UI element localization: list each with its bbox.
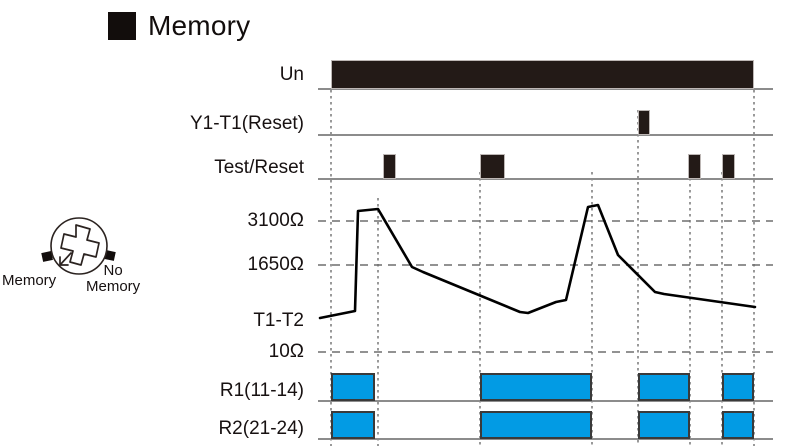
diagram-title: Memory bbox=[108, 12, 250, 40]
title-text: Memory bbox=[148, 10, 251, 41]
relay-block-r2-1 bbox=[331, 411, 375, 439]
pulse-test-reset-1 bbox=[383, 154, 396, 179]
axis-label-3100-ohm: 3100Ω bbox=[247, 210, 304, 231]
pulse-un-1 bbox=[331, 60, 754, 89]
rotary-dial-icon bbox=[41, 217, 116, 275]
memory-selector-illustration: Memory No Memory bbox=[2, 215, 172, 310]
baseline-r1 bbox=[318, 400, 773, 402]
relay-block-r2-4 bbox=[722, 411, 754, 439]
axis-label-10-ohm: 10Ω bbox=[268, 341, 304, 362]
axis-label-1650-ohm: 1650Ω bbox=[247, 254, 304, 275]
relay-block-r1-4 bbox=[722, 373, 754, 401]
row-label-r2: R2(21-24) bbox=[218, 418, 304, 439]
relay-block-r1-3 bbox=[638, 373, 690, 401]
row-label-t1-t2: T1-T2 bbox=[253, 310, 304, 331]
baseline-y1-t1-reset bbox=[318, 134, 773, 136]
title-bullet-square bbox=[108, 12, 136, 40]
pulse-test-reset-3 bbox=[688, 154, 701, 179]
dial-label-no-memory: No Memory bbox=[86, 262, 141, 296]
row-label-y1-t1-reset: Y1-T1(Reset) bbox=[189, 113, 304, 134]
relay-block-r2-3 bbox=[638, 411, 690, 439]
relay-block-r2-2 bbox=[480, 411, 592, 439]
baseline-un bbox=[318, 88, 773, 90]
dial-label-no-memory-line2: Memory bbox=[86, 278, 141, 296]
resistance-curve bbox=[318, 203, 757, 320]
relay-block-r1-2 bbox=[480, 373, 592, 401]
dial-label-no-memory-line1: No bbox=[103, 262, 123, 279]
dial-label-memory: Memory bbox=[2, 272, 57, 289]
baseline-test-reset bbox=[318, 178, 773, 180]
relay-block-r1-1 bbox=[331, 373, 375, 401]
pulse-test-reset-2 bbox=[480, 154, 505, 179]
pulse-y1-t1-reset-1 bbox=[638, 110, 650, 135]
baseline-r2 bbox=[318, 438, 773, 440]
pulse-test-reset-4 bbox=[722, 154, 735, 179]
row-label-test-reset: Test/Reset bbox=[214, 157, 304, 178]
row-label-un: Un bbox=[279, 64, 304, 85]
row-label-r1: R1(11-14) bbox=[219, 380, 304, 401]
